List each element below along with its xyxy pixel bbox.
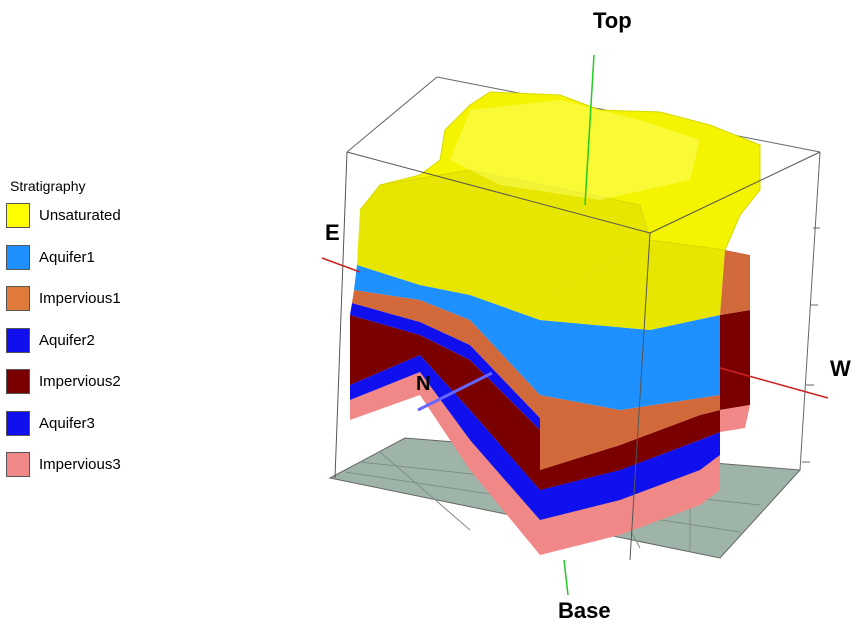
base-axis-label: Base <box>558 598 611 623</box>
layer-impervious1-right <box>540 395 720 470</box>
legend-swatch-impervious3 <box>6 452 30 477</box>
stratigraphy-legend: Stratigraphy Unsaturated Aquifer1 Imperv… <box>6 178 166 493</box>
layer-column-right-top <box>720 250 750 315</box>
legend-swatch-aquifer2 <box>6 327 30 353</box>
layer-unsaturated-left <box>357 170 650 320</box>
west-axis-line <box>719 367 829 399</box>
north-axis-label: N <box>416 373 431 395</box>
legend-item-impervious2: Impervious2 <box>6 368 166 395</box>
legend-swatch-unsaturated <box>6 203 30 228</box>
layer-aquifer3-right <box>540 432 720 520</box>
top-axis-label: Top <box>593 8 632 33</box>
legend-swatch-aquifer3 <box>6 410 30 436</box>
layer-aquifer2-left <box>350 303 540 430</box>
legend-label-unsaturated: Unsaturated <box>39 207 121 224</box>
layer-impervious3-left <box>350 372 540 555</box>
layer-aquifer1-right <box>540 315 720 410</box>
layer-column-right <box>720 310 750 410</box>
legend-swatch-impervious2 <box>6 369 30 394</box>
legend-item-aquifer3: Aquifer3 <box>6 410 166 437</box>
layer-impervious2-left <box>350 315 540 490</box>
legend-label-impervious2: Impervious2 <box>39 373 121 390</box>
bounding-box-front <box>334 151 821 561</box>
legend-label-impervious3: Impervious3 <box>39 456 121 473</box>
base-axis-line <box>563 559 569 596</box>
east-axis-label: E <box>325 220 340 245</box>
terrain-highlight <box>450 100 700 200</box>
legend-label-aquifer3: Aquifer3 <box>39 414 95 432</box>
right-axis-ticks <box>802 227 820 463</box>
legend-swatch-impervious1 <box>6 286 30 311</box>
layer-column-right-base <box>720 405 750 432</box>
layer-impervious2-right <box>540 410 720 490</box>
west-axis-label: W <box>830 356 851 381</box>
legend-label-aquifer2: Aquifer2 <box>39 331 95 349</box>
layer-aquifer1-left <box>354 265 540 395</box>
legend-swatch-aquifer1 <box>6 244 30 270</box>
legend-title: Stratigraphy <box>10 178 86 194</box>
top-axis-line <box>584 54 595 206</box>
layer-aquifer3-left <box>350 355 540 520</box>
legend-item-unsaturated: Unsaturated <box>6 202 166 229</box>
legend-label-impervious1: Impervious1 <box>39 290 121 307</box>
legend-item-impervious3: Impervious3 <box>6 451 166 478</box>
north-axis-line <box>417 371 493 412</box>
legend-item-aquifer2: Aquifer2 <box>6 327 166 354</box>
layer-unsaturated-right <box>540 240 725 330</box>
east-axis-line <box>321 257 361 273</box>
layer-impervious3-right <box>540 455 720 555</box>
legend-item-aquifer1: Aquifer1 <box>6 244 166 271</box>
legend-label-aquifer1: Aquifer1 <box>39 248 95 266</box>
legend-item-impervious1: Impervious1 <box>6 285 166 312</box>
layer-impervious1-left <box>352 290 540 418</box>
